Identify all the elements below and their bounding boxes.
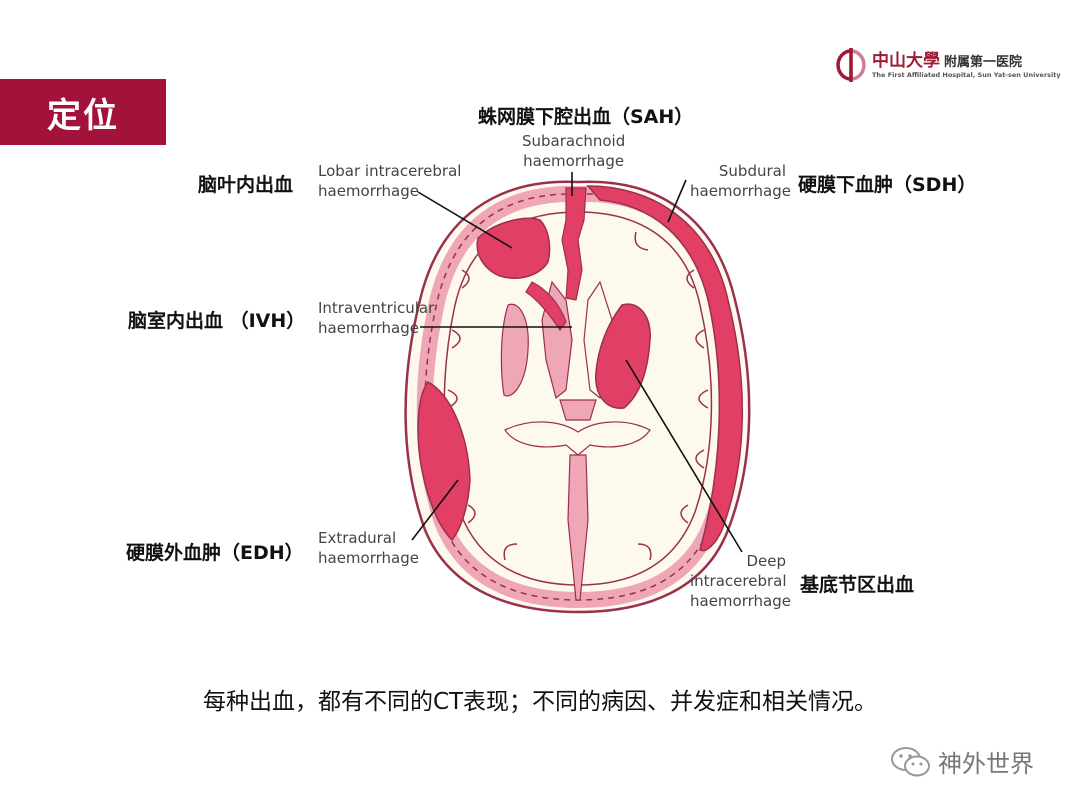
lobar-en-label: Lobar intracerebral haemorrhage: [318, 162, 462, 200]
sdh-cn-label: 硬膜下血肿（SDH）: [798, 174, 977, 196]
logo-cn-sub: 附属第一医院: [944, 55, 1023, 70]
edh-en-label: Extradural haemorrhage: [318, 529, 419, 567]
sah-cn-label: 蛛网膜下腔出血（SAH）: [478, 106, 694, 128]
deep-haemorrhage: [595, 303, 651, 409]
ivh-cn-label: 脑室内出血 （IVH）: [128, 310, 306, 332]
logo-cn-name: 中山大學: [872, 51, 940, 71]
lobar-haemorrhage: [476, 217, 551, 279]
lobar-cn-label: 脑叶内出血: [198, 174, 294, 196]
edh-cn-label: 硬膜外血肿（EDH）: [126, 542, 304, 564]
hospital-logo: 中山大學附属第一医院 The First Affiliated Hospital…: [836, 46, 1061, 86]
deep-cn-label: 基底节区出血: [800, 574, 915, 596]
sah-en-label: Subarachnoid haemorrhage: [522, 132, 626, 170]
leader-sdh: [667, 179, 687, 223]
leader-edh: [411, 479, 459, 541]
wechat-icon: [891, 746, 930, 776]
extradural-haemorrhage: [417, 381, 471, 542]
subdural-haemorrhage: [586, 185, 744, 552]
section-title-tab: 定位: [0, 79, 166, 145]
deep-en-label: Deep intracerebral haemorrhage: [690, 552, 791, 610]
leader-deep: [625, 359, 743, 553]
section-title: 定位: [47, 95, 119, 136]
ivh-en-label: Intraventricular haemorrhage: [318, 299, 435, 337]
leader-lobar: [417, 191, 513, 249]
hospital-emblem-icon: [836, 48, 866, 82]
watermark-text: 神外世界: [938, 750, 1034, 778]
logo-en-name: The First Affiliated Hospital, Sun Yat-s…: [872, 71, 1061, 79]
slide-caption: 每种出血，都有不同的CT表现；不同的病因、并发症和相关情况。: [202, 689, 878, 715]
subarachnoid-haemorrhage: [561, 187, 587, 301]
watermark: 神外世界: [890, 744, 1034, 779]
intraventricular-haemorrhage: [525, 281, 567, 332]
sdh-en-label: Subdural haemorrhage: [690, 162, 791, 200]
